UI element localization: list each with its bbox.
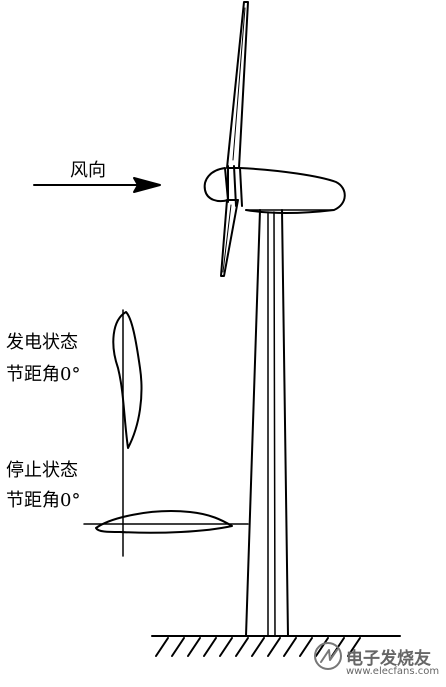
lower-blade (220, 199, 239, 277)
lower-blade-spar (222, 204, 232, 273)
upper-blade-spar (232, 7, 246, 161)
stopped-state-label: 停止状态 (6, 460, 78, 481)
tower (245, 209, 289, 637)
wind-direction-label: 风向 (70, 160, 106, 181)
wind-direction-arrow (33, 177, 161, 193)
ground (151, 635, 401, 657)
upper-blade (226, 1, 249, 169)
stopped-pitch-label: 节距角0° (6, 490, 81, 511)
operating-airfoil (112, 311, 143, 449)
watermark-url: www.elecfans.com (346, 666, 440, 677)
nacelle (239, 167, 346, 214)
watermark-name: 电子发烧友 (346, 649, 431, 669)
rotor-hub (203, 165, 243, 207)
operating-pitch-label: 节距角0° (6, 364, 81, 385)
stopped-airfoil (95, 510, 233, 534)
operating-state-label: 发电状态 (6, 332, 78, 353)
watermark-logo (314, 642, 342, 670)
